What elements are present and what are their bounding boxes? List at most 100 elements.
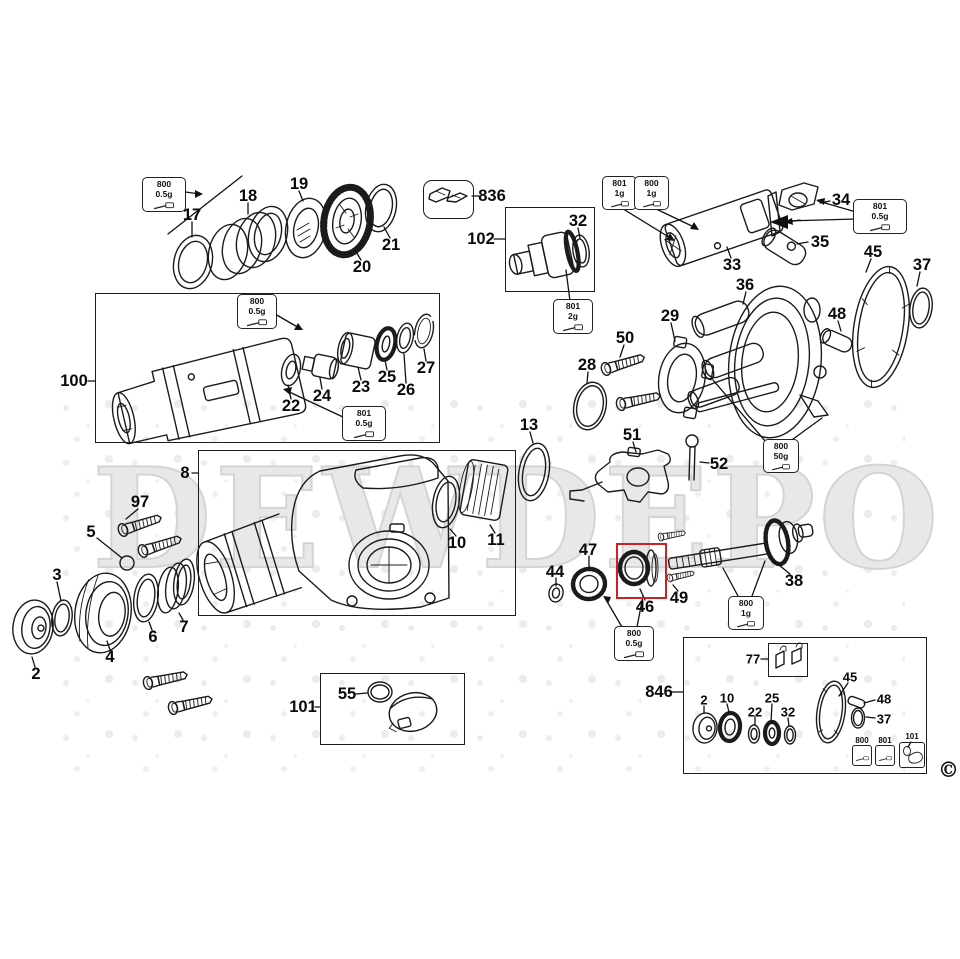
callout-2: 2 (31, 664, 41, 683)
kit-part-10-ring (717, 710, 743, 744)
callout-4: 4 (105, 647, 115, 666)
part-52-cotter-pin (685, 434, 699, 481)
grease-label-801-05g-box100: 801 0.5g (342, 406, 386, 441)
part-27-circlip (413, 313, 435, 349)
grease-label-800-1g-cylinder: 800 1g (634, 176, 669, 210)
part-20-gear-wheel (320, 183, 374, 259)
part-21-ring (364, 183, 398, 233)
part-25-seal (374, 326, 398, 362)
grease-tube-icon (245, 318, 269, 327)
callout-46: 46 (635, 597, 655, 616)
callout-52: 52 (709, 454, 729, 473)
part-6-ring (132, 573, 160, 623)
group-box-77 (768, 643, 808, 677)
grease-tube-icon (878, 755, 893, 762)
part-24-shaft (301, 353, 340, 380)
callout-6: 6 (148, 627, 158, 646)
callout-38: 38 (784, 571, 804, 590)
part-45-large-oring (851, 265, 911, 389)
part-7-spring-washers (156, 558, 196, 614)
grease-qty: 0.5g (248, 305, 266, 316)
kit-part-2-cap (692, 712, 718, 744)
grease-qty: 0.5g (355, 417, 373, 428)
grease-tube-icon (855, 755, 870, 762)
grease-qty: 0.5g (625, 637, 643, 648)
callout-7: 7 (179, 617, 189, 636)
kit-part-45-oring (815, 680, 847, 744)
callout-55: 55 (337, 684, 357, 703)
grease-label-801-05g-right: 801 0.5g (853, 199, 907, 234)
callout-19: 19 (289, 174, 309, 193)
callout-3: 3 (52, 565, 62, 584)
part-8-gear-housing (196, 454, 450, 614)
callout-97: 97 (130, 492, 150, 511)
kit-callout-45: 45 (842, 669, 858, 685)
leader-lines (31, 175, 921, 748)
callout-24: 24 (312, 386, 332, 405)
grease-label-800-05g-topleft: 800 0.5g (142, 177, 186, 212)
callout-29: 29 (660, 306, 680, 325)
group-box-846-kit (683, 637, 927, 774)
grease-code: 801 (872, 201, 888, 211)
callout-5: 5 (86, 522, 96, 541)
grease-code: 801 (612, 178, 627, 188)
loose-screws (141, 667, 215, 717)
kit-part-22-ring (747, 724, 761, 744)
kit-callout-77: 77 (745, 651, 761, 667)
callout-48: 48 (827, 304, 847, 323)
grease-tube-icon (561, 323, 585, 332)
grease-qty: 0.5g (155, 188, 173, 199)
kit-callout-37: 37 (876, 711, 892, 727)
callout-23: 23 (351, 377, 371, 396)
part-34-bracket (767, 182, 819, 237)
grease-qty: 1g (646, 187, 657, 198)
part-22-washer (280, 353, 302, 387)
part-37-oring (909, 287, 933, 329)
callout-47: 47 (578, 540, 598, 559)
grease-qty: 0.5g (871, 210, 889, 221)
callout-8: 8 (180, 463, 190, 482)
part-28-oring (572, 381, 608, 431)
part-13-ring (517, 442, 551, 502)
kit-part-48-pin (847, 695, 866, 709)
callout-49: 49 (669, 588, 689, 607)
grease-code: 800 (156, 179, 172, 189)
part-51-bracket (569, 446, 671, 503)
grease-qty: 1g (614, 187, 625, 198)
callout-34: 34 (831, 190, 851, 209)
part-50-screws (599, 350, 663, 412)
part-5-ball (119, 555, 135, 571)
grease-tube-icon (352, 430, 376, 439)
callout-18: 18 (238, 186, 258, 205)
callout-33: 33 (722, 255, 742, 274)
callout-11: 11 (487, 530, 505, 549)
grease-label-800-1g-shaft38: 800 1g (728, 596, 764, 630)
part-23-bearing (336, 331, 376, 370)
copyright-symbol: © (938, 757, 959, 782)
part-100-barrel (111, 337, 307, 445)
grease-label-800-50g-housing: 800 50g (763, 439, 799, 473)
kit-mini-box-101 (899, 742, 925, 768)
part-101-cap (388, 691, 438, 733)
grease-qty: 2g (568, 310, 578, 321)
callout-28: 28 (577, 355, 597, 374)
callout-836: 836 (478, 186, 506, 205)
callout-36: 36 (735, 275, 755, 294)
part-46-gear-sleeve (617, 549, 659, 587)
grease-label-800-05g-gear46: 800 0.5g (614, 626, 654, 661)
kit-mini-label-800: 800 (855, 736, 869, 745)
group-box-8 (198, 450, 516, 616)
part-26-ring (395, 322, 415, 354)
grease-tube-icon (622, 650, 646, 659)
part-55-oring (367, 681, 393, 703)
grease-tube-icon (609, 200, 631, 208)
callout-32: 32 (568, 211, 588, 230)
grease-tube-icon (152, 201, 176, 210)
callout-35: 35 (810, 232, 830, 251)
grease-tube-icon (865, 223, 895, 232)
grease-tube-icon (641, 200, 663, 208)
part-44-washer (548, 583, 564, 603)
callout-20: 20 (352, 257, 372, 276)
kit-callout-25: 25 (764, 690, 780, 706)
